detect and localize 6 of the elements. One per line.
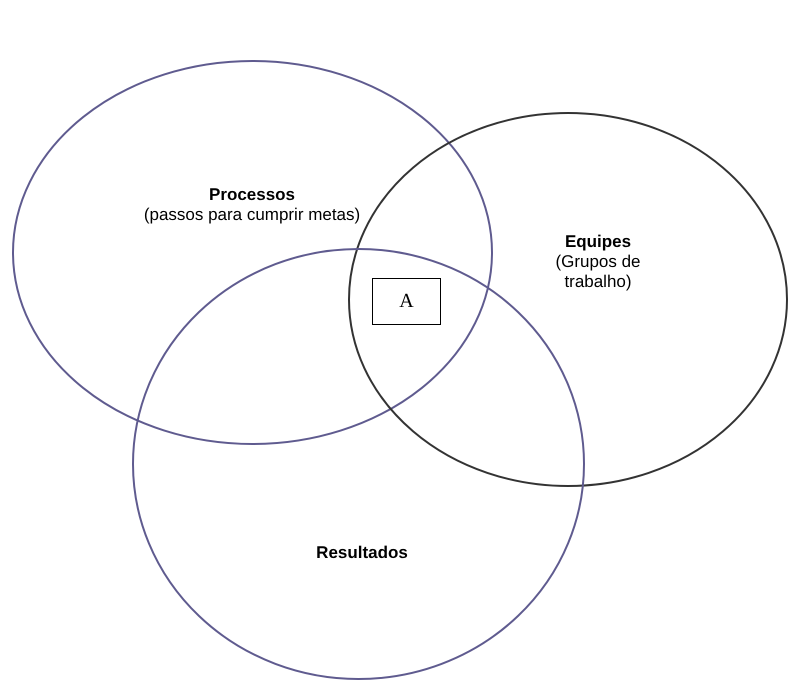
circle-title: Resultados <box>315 543 409 563</box>
label-box: A <box>372 278 441 325</box>
circle-subtitle: (passos para cumprir metas) <box>142 205 362 225</box>
circle-title: Equipes <box>564 232 632 252</box>
circle-subtitle: (Grupos de trabalho) <box>554 252 642 292</box>
circle-title: Processos <box>208 185 296 205</box>
